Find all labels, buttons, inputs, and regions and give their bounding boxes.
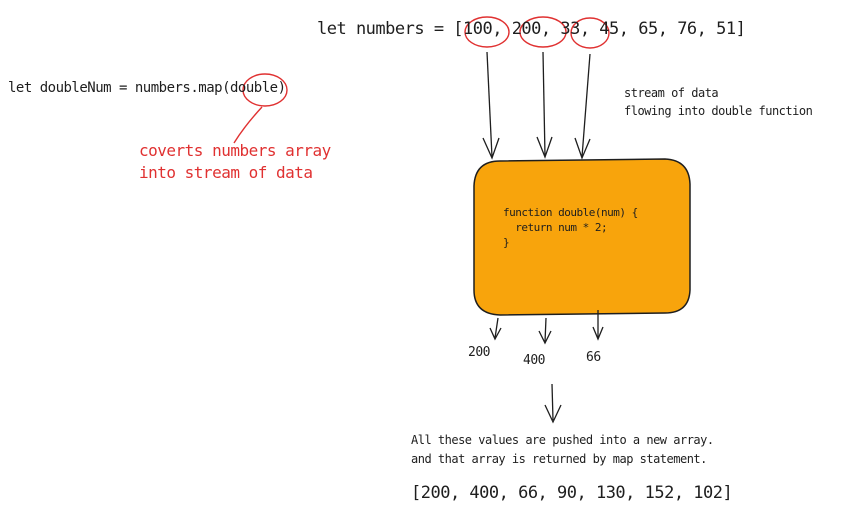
output-value-3: 66: [586, 350, 601, 365]
output-value-2: 400: [523, 353, 545, 368]
highlight-circle-map: [242, 73, 288, 107]
output-arrow-1: [494, 317, 499, 339]
highlight-circle-33: [570, 17, 610, 49]
function-box: [473, 158, 691, 316]
map-explanation-line2: into stream of data: [139, 163, 313, 182]
input-arrow-3: [581, 53, 591, 158]
function-code-line1: function double(num) {: [503, 206, 638, 219]
source-array-line: let numbers = [100, 200, 33, 45, 65, 76,…: [317, 19, 746, 39]
input-arrows: [482, 51, 591, 160]
highlight-circle-200: [519, 16, 567, 48]
result-arrow: [544, 383, 562, 424]
function-code-line3: }: [503, 236, 510, 249]
output-arrows: [489, 310, 604, 345]
stream-note-line2: flowing into double function: [624, 104, 813, 118]
input-arrow-2: [542, 51, 546, 157]
highlight-circle-100: [464, 16, 510, 48]
highlight-connector-line: [233, 106, 263, 144]
function-code-line2: return num * 2;: [503, 221, 608, 234]
output-value-1: 200: [468, 345, 490, 360]
output-arrow-2: [544, 317, 547, 343]
input-arrow-1: [486, 51, 493, 158]
map-line: let doubleNum = numbers.map(double): [8, 80, 286, 96]
result-note-line2: and that array is returned by map statem…: [411, 452, 707, 466]
result-array: [200, 400, 66, 90, 130, 152, 102]: [411, 483, 733, 503]
stream-note-line1: stream of data: [624, 86, 719, 100]
map-explanation-line1: coverts numbers array: [139, 141, 331, 160]
result-note-line1: All these values are pushed into a new a…: [411, 433, 714, 447]
